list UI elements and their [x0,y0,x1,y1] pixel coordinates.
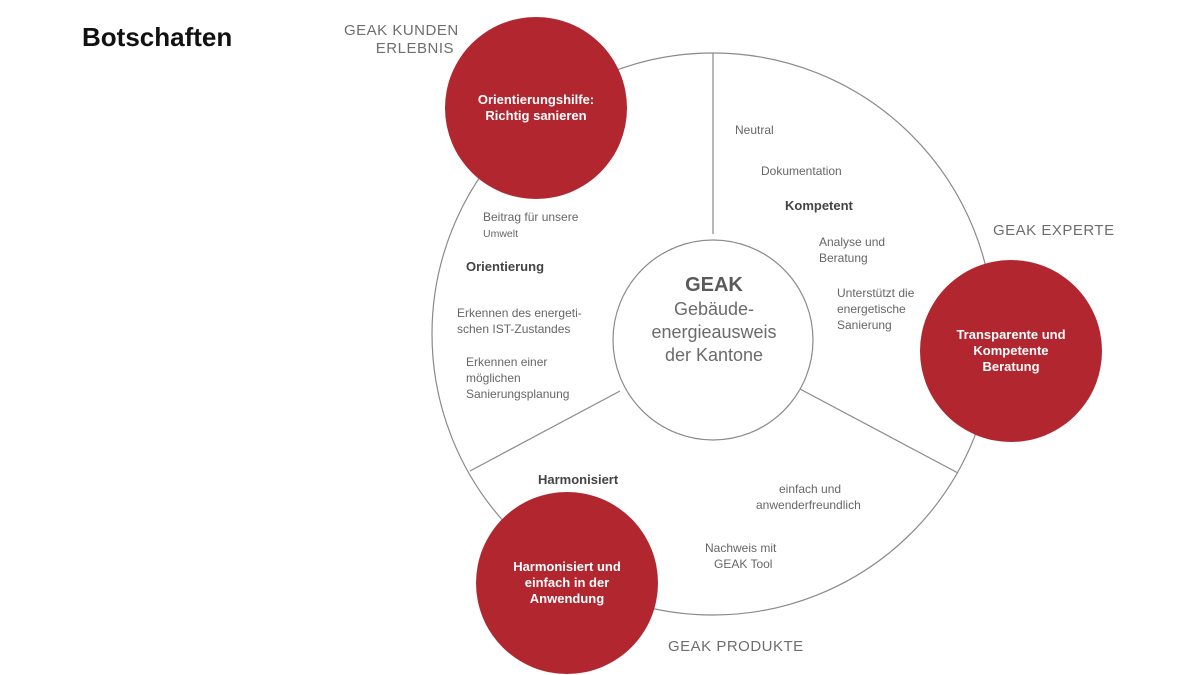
bubble-line: Beratung [982,359,1040,374]
erkennen-line: Erkennen des energeti- [457,306,582,320]
bubble-line: Anwendung [529,591,605,606]
planung-line: Erkennen einer [466,355,548,369]
divider-lower-left [469,390,621,472]
center-line: Gebäude- [673,299,755,319]
bubble-line: einfach in der [524,575,610,590]
dokumentation-label: Dokumentation [761,164,842,178]
kompetent-heading: Kompetent [785,198,853,213]
erkennen-line: schen IST-Zustandes [457,322,571,336]
bubble-line: Orientierungshilfe: [477,92,595,107]
bubble-orientierungshilfe: Orientierungshilfe: Richtig sanieren [445,17,627,199]
divider-lower-right [799,388,959,474]
analyse-line: Analyse und [819,235,886,249]
bubble-harmonisiert: Harmonisiert und einfach in der Anwendun… [476,492,658,674]
customer-label: GEAK KUNDEN ERLEBNIS [344,22,459,58]
bubble-line: Richtig sanieren [485,108,587,123]
center-line: energieausweis [651,322,777,342]
center-line: der Kantone [664,345,764,365]
nachweis-line: Nachweis mit [705,541,777,555]
customer-label-line: GEAK KUNDEN [344,22,459,39]
beitrag-line: Beitrag für unsere [483,210,579,224]
center-label: GEAK Gebäude- energieausweis der Kantone [614,272,814,367]
harmonisiert-heading: Harmonisiert [538,472,619,487]
orientierung-heading: Orientierung [466,259,545,274]
einfach-line: einfach und [779,482,842,496]
expert-label: GEAK EXPERTE [993,222,1115,239]
unterstuetzt-line: Sanierung [837,318,892,332]
neutral-label: Neutral [735,123,774,137]
bubble-line: Harmonisiert und [513,559,621,574]
nachweis-line: GEAK Tool [714,557,773,571]
products-label: GEAK PRODUKTE [668,638,804,655]
page-title: Botschaften [82,22,233,52]
planung-line: Sanierungsplanung [466,387,570,401]
analyse-line: Beratung [819,251,868,265]
center-circle [612,239,814,441]
bubble-line: Transparente und [956,327,1066,342]
customer-label-line: ERLEBNIS [375,40,454,57]
planung-line: möglichen [466,371,521,385]
bubble-line: Kompetente [973,343,1049,358]
bubble-transparente-beratung: Transparente und Kompetente Beratung [920,260,1102,442]
beitrag-line: Umwelt [483,228,519,240]
unterstuetzt-line: Unterstützt die [837,286,915,300]
unterstuetzt-line: energetische [837,302,906,316]
center-title: GEAK [685,274,743,296]
einfach-line: anwenderfreundlich [756,498,861,512]
